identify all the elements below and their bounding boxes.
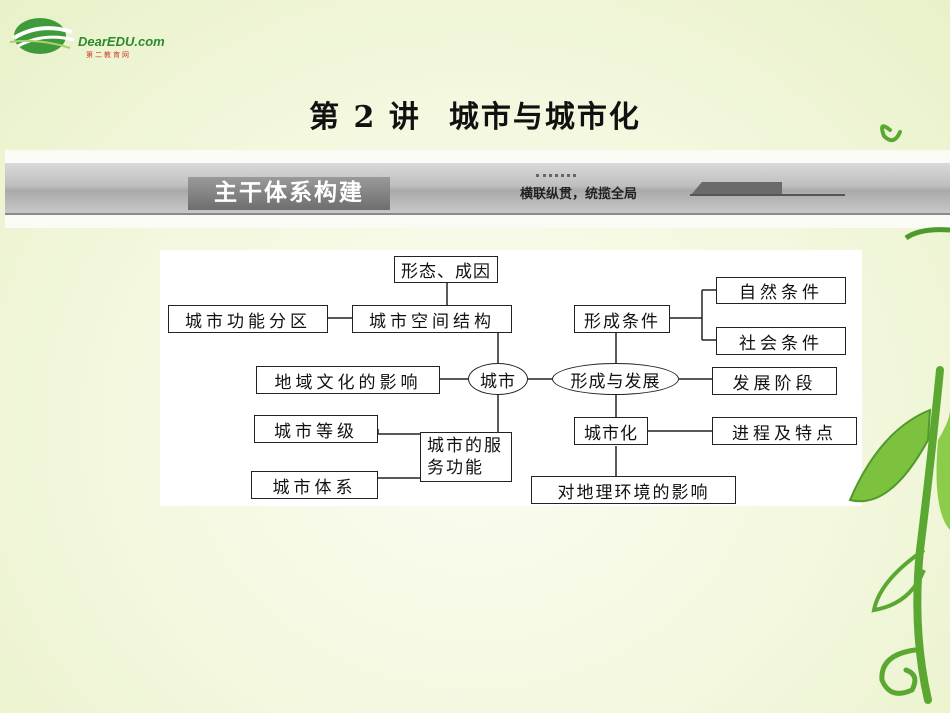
dearedu-logo: DearEDU.com 第二教育网 xyxy=(9,12,180,60)
node-env-impact: 对地理环境的影响 xyxy=(531,476,736,504)
banner-line xyxy=(690,194,845,196)
node-city-center: 城市 xyxy=(468,363,528,395)
page-title: 第 2 讲城市与城市化 xyxy=(0,92,950,136)
vine-decoration xyxy=(848,124,950,704)
banner-divider xyxy=(5,213,950,215)
node-functional-zones: 城市功能分区 xyxy=(168,305,328,333)
node-development-stages: 发展阶段 xyxy=(712,367,837,395)
leaf-icon-2 xyxy=(936,410,950,530)
lecture-number: 第 2 讲 xyxy=(309,100,421,135)
banner-dots xyxy=(536,174,576,181)
swoosh-icon xyxy=(9,18,75,54)
banner-subtitle: 横联纵贯，统揽全局 xyxy=(520,187,638,202)
logo-brand: DearEDU.com xyxy=(78,34,165,49)
node-form-cause: 形态、成因 xyxy=(394,256,498,283)
vine-stem xyxy=(913,366,944,704)
curl-icon xyxy=(879,647,918,696)
node-city-system: 城市体系 xyxy=(251,471,378,499)
node-social-conditions: 社会条件 xyxy=(716,327,846,355)
logo-subtitle: 第二教育网 xyxy=(86,51,131,59)
tendril-icon xyxy=(880,124,902,143)
node-process-features: 进程及特点 xyxy=(712,417,857,445)
node-spatial-structure: 城市空间结构 xyxy=(352,305,512,333)
concept-map: 形态、成因 城市功能分区 城市空间结构 地域文化的影响 城市 城市等级 城市的服… xyxy=(160,250,862,506)
banner-arrow-icon xyxy=(690,182,782,196)
node-regional-culture: 地域文化的影响 xyxy=(256,366,440,394)
banner-label: 主干体系构建 xyxy=(188,177,390,210)
leaf-icon xyxy=(848,408,932,503)
node-natural-conditions: 自然条件 xyxy=(716,277,846,304)
node-formation-conditions: 形成条件 xyxy=(574,305,670,333)
connector-lines xyxy=(328,282,716,479)
node-urbanization: 城市化 xyxy=(574,417,648,445)
node-service-function: 城市的服务功能 xyxy=(420,432,512,482)
lecture-topic: 城市与城市化 xyxy=(448,100,641,135)
banner-stripe xyxy=(5,163,950,213)
node-city-level: 城市等级 xyxy=(254,415,378,443)
node-formation-development: 形成与发展 xyxy=(552,363,679,395)
